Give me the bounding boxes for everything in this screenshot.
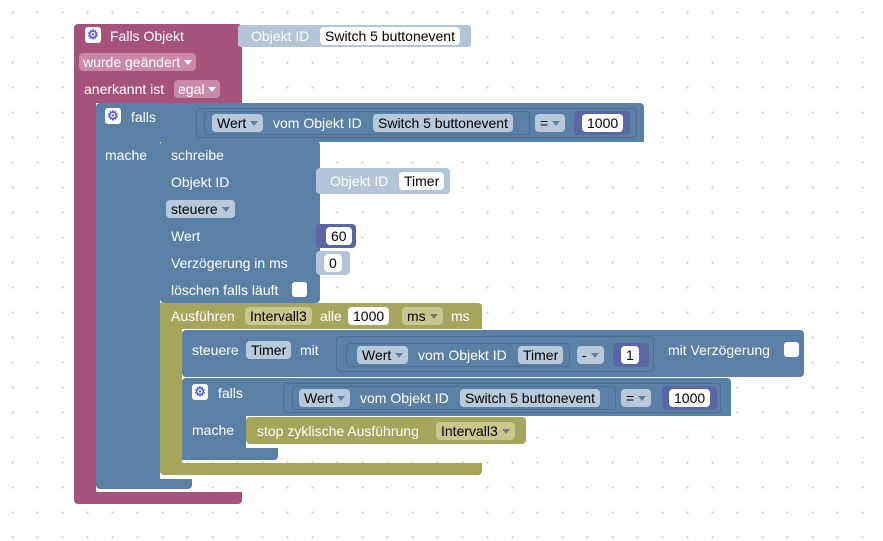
if2-footer bbox=[182, 448, 278, 460]
anerkannt-dropdown[interactable]: egal bbox=[174, 80, 221, 98]
write-block[interactable] bbox=[160, 141, 320, 303]
control-wert-label: Wert bbox=[362, 347, 392, 363]
control-wert-dropdown[interactable]: Wert bbox=[357, 346, 409, 364]
anerkannt-label: anerkannt ist bbox=[84, 81, 165, 97]
if1-mache-label: mache bbox=[105, 147, 148, 163]
write-objekt-id-label: Objekt ID bbox=[171, 174, 230, 190]
interval-value-field[interactable]: 1000 bbox=[348, 307, 390, 325]
delay-label: Verzögerung in ms bbox=[171, 255, 288, 271]
if2-mache-label: mache bbox=[192, 422, 235, 438]
steuere-dropdown[interactable]: steuere bbox=[166, 200, 235, 218]
trigger-left-arm bbox=[74, 103, 96, 495]
write-wert-value[interactable]: 60 bbox=[326, 227, 352, 245]
chevron-down-icon bbox=[590, 352, 599, 358]
interval-unit-label: ms bbox=[451, 308, 470, 324]
anerkannt-value: egal bbox=[178, 81, 205, 97]
if2-gear-icon[interactable]: ⚙ bbox=[192, 384, 208, 400]
interval-name-field[interactable]: Intervall3 bbox=[245, 307, 312, 325]
chevron-down-icon bbox=[395, 352, 404, 358]
chevron-down-icon bbox=[429, 313, 438, 319]
control-objekt-value[interactable]: Timer bbox=[518, 346, 564, 364]
control-operator-value: - bbox=[582, 347, 587, 363]
if2-vom-objekt-label: vom Objekt ID bbox=[360, 390, 449, 406]
steuere-label: steuere bbox=[171, 201, 218, 217]
interval-left-arm bbox=[160, 329, 182, 465]
if1-falls-label: falls bbox=[131, 109, 156, 125]
if2-number-value[interactable]: 1000 bbox=[669, 389, 711, 407]
trigger-gear-icon[interactable]: ⚙ bbox=[85, 27, 101, 43]
if1-vom-objekt-label: vom Objekt ID bbox=[273, 115, 362, 131]
control-steuere-label: steuere bbox=[192, 342, 239, 358]
chevron-down-icon bbox=[638, 395, 647, 401]
control-operator-dropdown[interactable]: - bbox=[577, 346, 604, 364]
if1-operator-dropdown[interactable]: = bbox=[535, 114, 566, 132]
interval-unit-dd-label: ms bbox=[407, 308, 426, 324]
if1-operator-value: = bbox=[540, 115, 549, 131]
if2-falls-label: falls bbox=[218, 385, 243, 401]
wurde-geaendert-dropdown[interactable]: wurde geändert bbox=[79, 53, 197, 71]
control-mit-label: mit bbox=[300, 342, 319, 358]
write-objekt-id-value[interactable]: Timer bbox=[399, 172, 445, 190]
write-wert-label: Wert bbox=[171, 228, 201, 244]
if1-footer bbox=[96, 479, 192, 489]
chevron-down-icon bbox=[552, 120, 561, 126]
delay-value[interactable]: 0 bbox=[324, 254, 342, 272]
chevron-down-icon bbox=[337, 395, 346, 401]
interval-unit-dropdown[interactable]: ms bbox=[402, 307, 443, 325]
chevron-down-icon bbox=[208, 86, 217, 92]
trigger-objekt-id-label: Objekt ID bbox=[251, 28, 310, 44]
wurde-geaendert-label: wurde geändert bbox=[83, 54, 181, 70]
if2-wert-dropdown[interactable]: Wert bbox=[299, 389, 351, 407]
loeschen-checkbox[interactable] bbox=[292, 282, 307, 297]
if1-wert-label: Wert bbox=[217, 115, 247, 131]
mit-verzoegerung-checkbox[interactable] bbox=[784, 342, 799, 357]
chevron-down-icon bbox=[250, 120, 259, 126]
schreibe-label: schreibe bbox=[171, 147, 224, 163]
chevron-down-icon bbox=[184, 59, 193, 65]
trigger-footer bbox=[74, 492, 242, 504]
ausfuehren-label: Ausführen bbox=[171, 308, 235, 324]
if1-objekt-value[interactable]: Switch 5 buttonevent bbox=[373, 114, 513, 132]
if2-wert-label: Wert bbox=[304, 390, 334, 406]
trigger-block[interactable] bbox=[74, 24, 242, 504]
control-vom-objekt-label: vom Objekt ID bbox=[418, 347, 507, 363]
trigger-title: Falls Objekt bbox=[110, 28, 184, 44]
if2-objekt-value[interactable]: Switch 5 buttonevent bbox=[460, 389, 600, 407]
if1-wert-dropdown[interactable]: Wert bbox=[212, 114, 264, 132]
alle-label: alle bbox=[320, 308, 342, 324]
write-objekt-id-block-label: Objekt ID bbox=[330, 173, 389, 189]
if2-operator-value: = bbox=[626, 390, 635, 406]
chevron-down-icon bbox=[221, 206, 230, 212]
if1-number-value[interactable]: 1000 bbox=[582, 114, 624, 132]
stop-name-value: Intervall3 bbox=[441, 423, 498, 439]
mit-verzoegerung-label: mit Verzögerung bbox=[668, 342, 770, 358]
loeschen-label: löschen falls läuft bbox=[171, 282, 279, 298]
if1-left-arm bbox=[96, 142, 160, 483]
control-number-value[interactable]: 1 bbox=[621, 346, 639, 364]
if2-operator-dropdown[interactable]: = bbox=[621, 389, 652, 407]
control-timer-field[interactable]: Timer bbox=[246, 341, 292, 359]
interval-footer bbox=[160, 463, 482, 475]
if1-gear-icon[interactable]: ⚙ bbox=[105, 108, 121, 124]
trigger-objekt-id-value[interactable]: Switch 5 buttonevent bbox=[320, 27, 460, 45]
chevron-down-icon bbox=[501, 428, 510, 434]
stop-label: stop zyklische Ausführung bbox=[257, 423, 419, 439]
stop-name-dropdown[interactable]: Intervall3 bbox=[436, 422, 515, 440]
